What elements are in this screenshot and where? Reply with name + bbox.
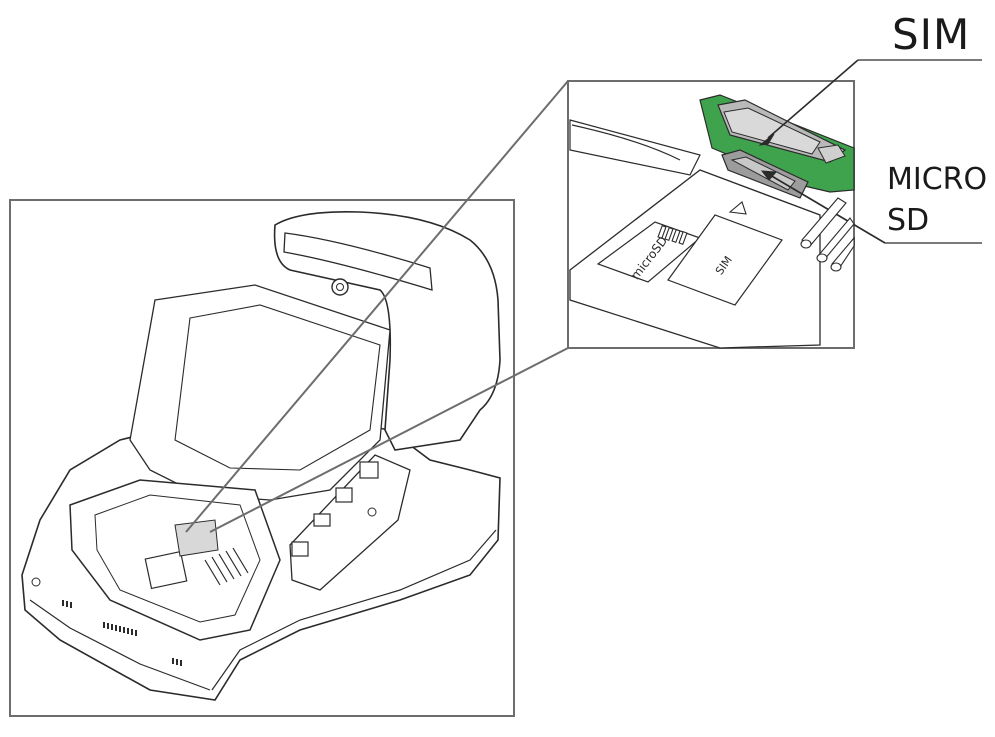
cable-wires: [800, 197, 855, 272]
dc-port: [335, 487, 353, 503]
speaker-grill: [62, 600, 182, 666]
sim-insert-arrowhead: [758, 133, 775, 146]
device-view: [9, 199, 515, 717]
sim-card: [723, 107, 821, 155]
compartment-sim-slot: [144, 550, 188, 590]
micro-sd-label-line2: SD: [887, 203, 930, 238]
ports-panel: [289, 454, 411, 591]
sim-slot-outline: [667, 214, 783, 306]
printer-slot: [283, 232, 433, 291]
compartment-connector: [174, 519, 219, 557]
holder-latch: [817, 144, 846, 164]
micro-sd-label-line1: MICRO: [887, 162, 988, 197]
detail-view: microSD SIM: [567, 59, 886, 349]
printer-button: [331, 278, 349, 296]
sd-insert-arrow-line: [769, 174, 886, 244]
device-base-edge: [29, 529, 497, 691]
sd-insert-arrowhead: [760, 170, 778, 181]
port-screw: [367, 507, 377, 517]
zoom-projection-lines: [185, 80, 569, 533]
microsd-contacts: [657, 224, 688, 246]
insert-direction-arrow: [728, 201, 747, 215]
dk-port: [291, 541, 309, 557]
detail-housing-top: [569, 119, 701, 176]
ethernet-port: [359, 461, 379, 479]
label-leaders: [858, 59, 982, 244]
usb-port: [313, 513, 331, 527]
detail-housing-wall: [571, 124, 681, 161]
printer-button-inner: [336, 283, 344, 291]
printer-hood: [273, 210, 501, 451]
compartment-inner: [94, 494, 261, 623]
compartment-pins: [204, 547, 249, 586]
indicator-light: [31, 577, 41, 587]
sim-label: SIM: [892, 10, 971, 59]
back-cover-recess: [174, 304, 381, 471]
sim-insert-arrow-line: [767, 59, 859, 139]
